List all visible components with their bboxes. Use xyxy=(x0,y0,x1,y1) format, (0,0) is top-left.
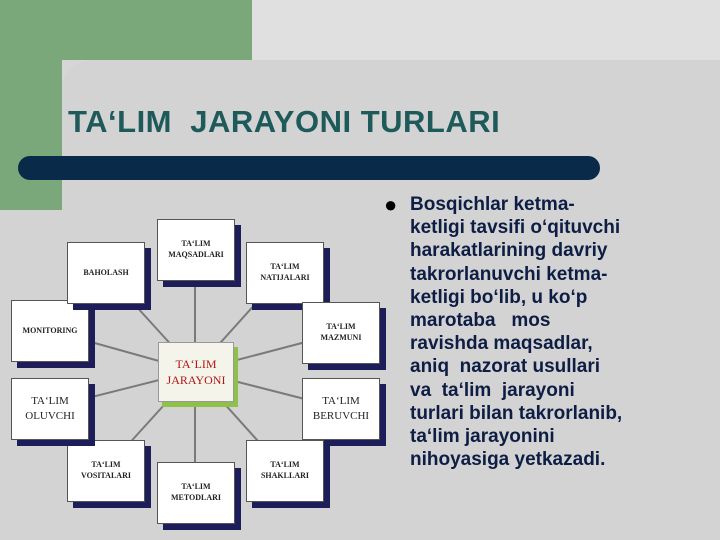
title-underline-bar xyxy=(18,156,600,180)
bullet-line: marotaba mos xyxy=(410,310,551,332)
bullet-line: ketligi tavsifi o‘qituvchi xyxy=(410,217,621,239)
node-talim-mazmuni: TA‘LIM MAZMUNI xyxy=(302,302,380,364)
content-panel xyxy=(62,60,720,540)
bullet-line: nihoyasiga yetkazadi. xyxy=(410,449,606,471)
node-talim-maqsadlari: TA‘LIM MAQSADLARI xyxy=(157,219,235,281)
node-talim-shakllari: TA‘LIM SHAKLLARI xyxy=(246,440,324,502)
node-talim-vositalari: TA‘LIM VOSITALARI xyxy=(67,440,145,502)
node-talim-natijalari: TA‘LIM NATIJALARI xyxy=(246,242,324,304)
bullet-line: va ta‘lim jarayoni xyxy=(410,379,575,401)
bullet-dot-icon: ● xyxy=(384,192,398,217)
node-talim-beruvchi: TA‘LIM BERUVCHI xyxy=(302,378,380,440)
node-baholash: BAHOLASH xyxy=(67,242,145,304)
bullet-line: ketligi bo‘lib, u ko‘p xyxy=(410,286,588,308)
bullet-line: takrorlanuvchi ketma- xyxy=(410,263,608,285)
left-strip xyxy=(0,210,62,540)
bullet-paragraph: Bosqichlar ketma- ketligi tavsifi o‘qitu… xyxy=(410,193,710,471)
bullet-line: harakatlarining davriy xyxy=(410,240,608,262)
node-monitoring: MONITORING xyxy=(11,300,89,362)
bullet-line: ta‘lim jarayonini xyxy=(410,426,555,448)
node-talim-metodlari: TA‘LIM METODLARI xyxy=(157,462,235,524)
bullet-line: aniq nazorat usullari xyxy=(410,356,601,378)
bullet-line: turlari bilan takrorlanib, xyxy=(410,402,623,424)
bullet-line: ravishda maqsadlar, xyxy=(410,333,593,355)
bullet-line: Bosqichlar ketma- xyxy=(410,194,575,215)
light-header-area xyxy=(252,0,720,60)
node-talim-jarayoni-center: TA‘LIM JARAYONI xyxy=(158,342,234,402)
node-talim-oluvchi: TA‘LIM OLUVCHI xyxy=(11,378,89,440)
slide-title: TA‘LIM JARAYONI TURLARI xyxy=(68,104,501,139)
